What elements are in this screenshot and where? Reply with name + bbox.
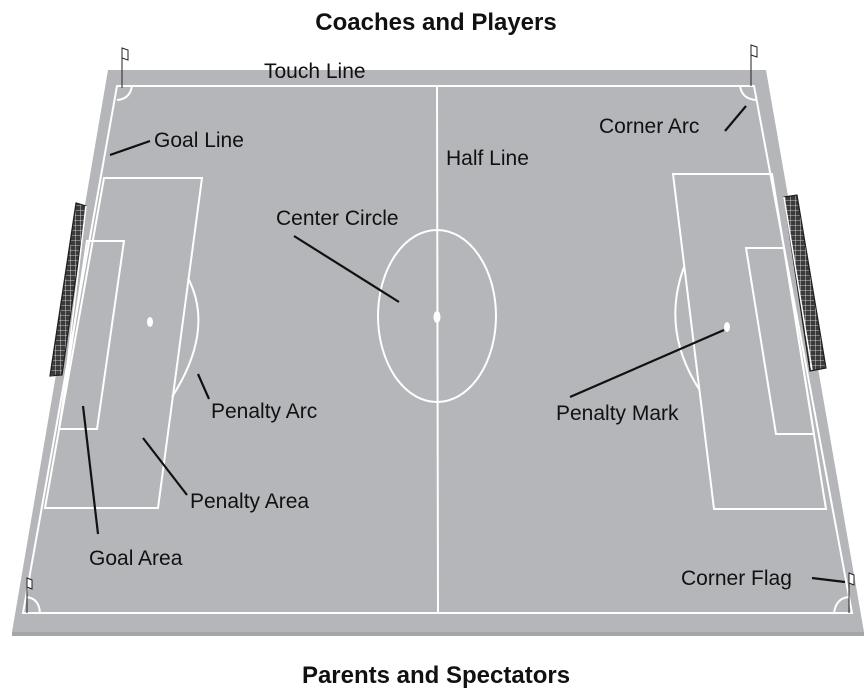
leader-penalty-arc (196, 373, 211, 400)
center-circle (377, 229, 497, 403)
corner-arc-top-right (739, 85, 757, 101)
corner-arc-bottom-right (833, 596, 850, 614)
left-penalty-arc (171, 277, 200, 398)
label-corner-flag: Corner Flag (681, 567, 792, 590)
field-shadow-edge (12, 632, 864, 636)
center-spot (433, 311, 441, 323)
label-half-line: Half Line (446, 147, 529, 170)
label-penalty-arc: Penalty Arc (211, 400, 317, 423)
title-top: Coaches and Players (315, 9, 556, 36)
left-penalty-area (43, 177, 204, 509)
leader-center-circle (293, 235, 400, 303)
label-penalty-mark: Penalty Mark (556, 402, 679, 425)
label-touch-line: Touch Line (264, 60, 366, 83)
right-goal-area (744, 247, 816, 435)
leader-corner-arc (724, 105, 747, 132)
left-goal-area (57, 240, 126, 430)
label-center-circle: Center Circle (276, 207, 399, 230)
label-goal-line: Goal Line (154, 129, 244, 152)
label-goal-area: Goal Area (89, 547, 183, 570)
leader-corner-flag (811, 576, 846, 584)
right-goal-net (783, 194, 827, 372)
title-bottom: Parents and Spectators (302, 662, 570, 689)
corner-flag-bottom-right (848, 572, 855, 613)
leader-goal-line (109, 139, 151, 157)
corner-flag-top-left (121, 47, 129, 88)
right-penalty-area (671, 173, 828, 510)
label-penalty-area: Penalty Area (190, 490, 309, 513)
left-goal-net (49, 202, 87, 377)
leader-penalty-area (142, 437, 188, 496)
left-penalty-mark (147, 317, 153, 327)
leader-goal-area (81, 405, 100, 535)
leader-penalty-mark (569, 328, 725, 399)
corner-flag-top-right (750, 44, 758, 86)
label-corner-arc: Corner Arc (599, 115, 699, 138)
right-penalty-arc (674, 266, 700, 390)
field-boundary-lines (21, 85, 854, 614)
corner-arc-bottom-left (25, 596, 41, 614)
half-line (436, 85, 439, 614)
corner-arc-top-left (116, 85, 133, 101)
right-penalty-mark (724, 322, 730, 332)
corner-flag-bottom-left (26, 577, 33, 613)
